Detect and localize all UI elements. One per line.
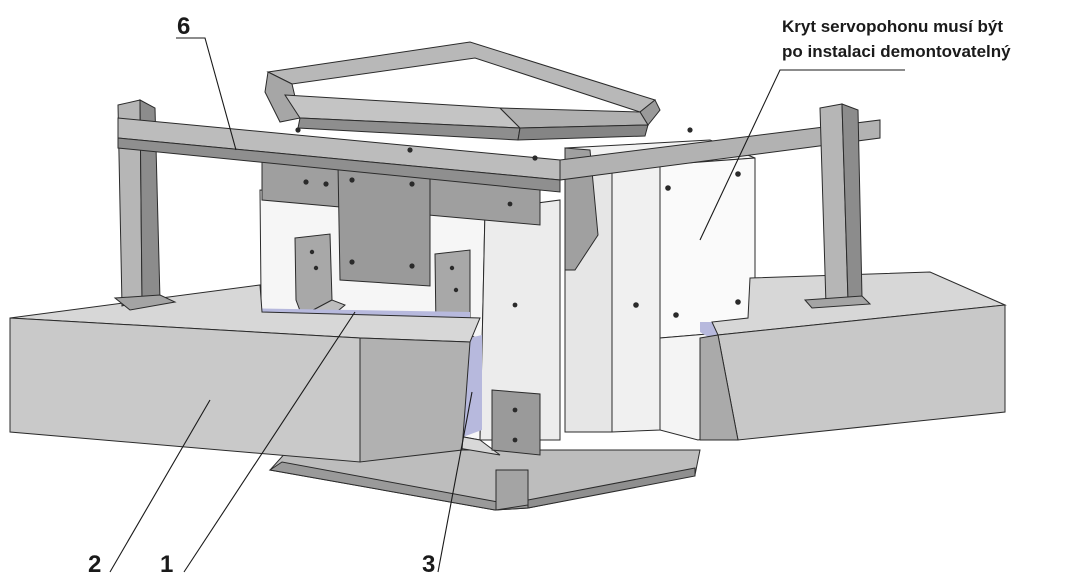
leader-1 <box>183 311 356 573</box>
bolt-holes <box>295 127 741 443</box>
leader-lines <box>109 37 905 573</box>
leader-2 <box>109 399 211 573</box>
servo-cover-note-line2: po instalaci demontovatelný <box>782 42 1011 61</box>
support-frame <box>113 99 881 311</box>
callout-1: 1 <box>160 551 173 576</box>
callout-3: 3 <box>422 551 435 576</box>
leader-6 <box>176 37 237 151</box>
lower-flange-frame <box>268 449 701 511</box>
concrete-block-left <box>9 284 481 463</box>
leader-servo-cover <box>699 69 905 241</box>
upper-flange-frame <box>264 41 661 141</box>
leader-3 <box>437 391 473 573</box>
servo-cover-note-line1: Kryt servopohonu musí být <box>782 17 1003 36</box>
callout-2: 2 <box>88 551 101 576</box>
callout-6: 6 <box>177 13 190 40</box>
